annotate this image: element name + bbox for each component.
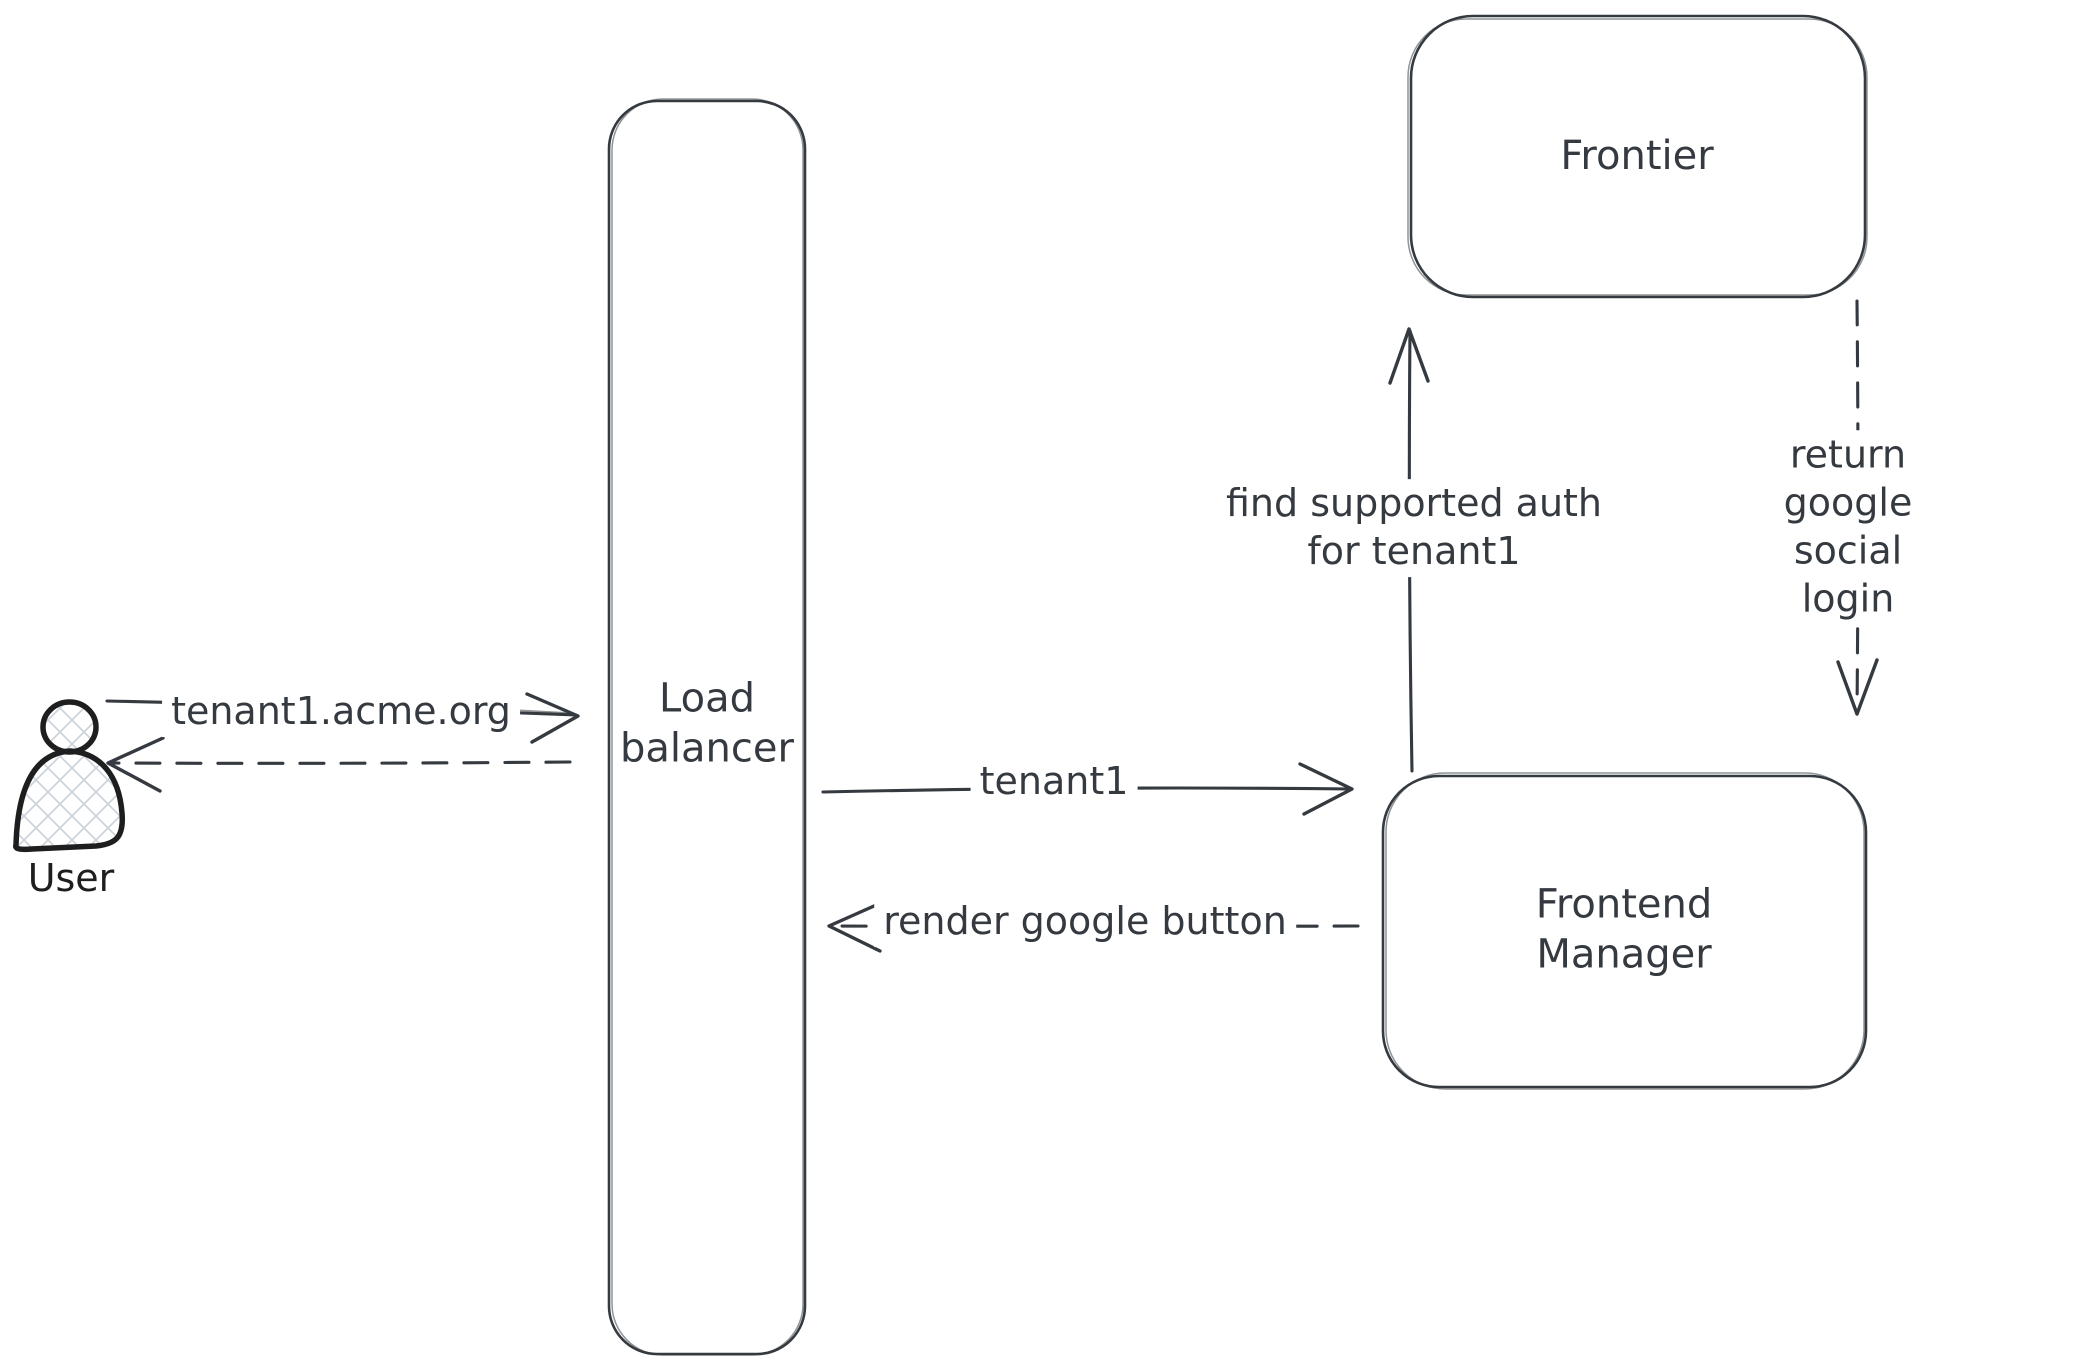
edge-label-tenant1: tenant1 <box>970 757 1138 807</box>
edge-label-tenant1-acme-org: tenant1.acme.org <box>162 687 520 737</box>
user-icon <box>13 699 126 853</box>
frontend-manager-label: Frontend Manager <box>1535 881 1713 978</box>
arrow-return-google-social-login <box>1836 299 1879 716</box>
user-label: User <box>27 856 115 901</box>
frontier-box <box>1407 14 1868 299</box>
load-balancer-label: Load balancer <box>620 675 794 772</box>
arrow-lb-reply-to-user <box>106 736 572 793</box>
frontier-label: Frontier <box>1560 132 1714 179</box>
edge-label-find-supported-auth: find supported auth for tenant1 <box>1216 479 1612 577</box>
frontend-manager-box <box>1381 772 1868 1090</box>
edge-label-render-google-button: render google button <box>874 897 1296 947</box>
load-balancer-box <box>607 98 807 1356</box>
edge-label-return-google-social-login: return google social login <box>1730 430 1966 624</box>
